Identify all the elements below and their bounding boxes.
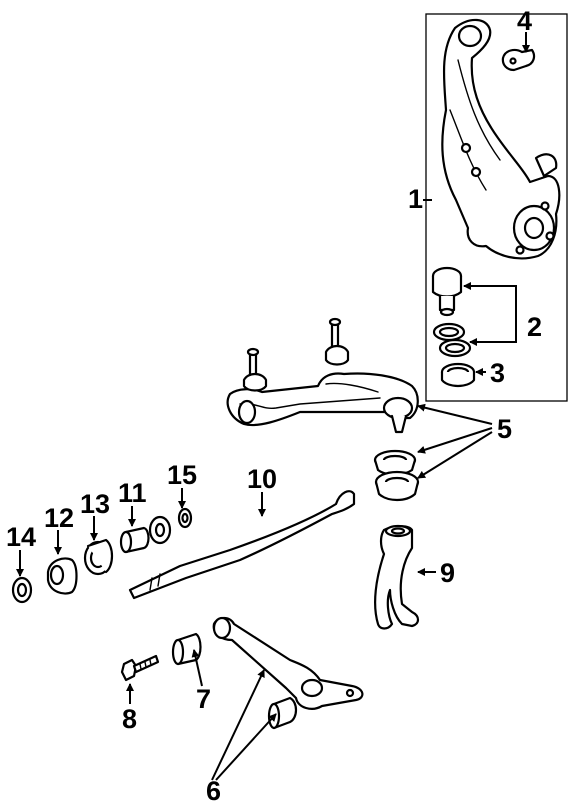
leader-2-snap-ring [469,326,517,346]
stabilizer-bushing-disc [148,515,172,545]
upper-arm-bushing-upper [373,449,417,476]
radius-rod-bushing [46,557,78,595]
callout-5: 5 [497,414,512,444]
leader-5-arm [417,403,493,425]
leader-2-ball-joint [463,282,517,326]
leader-5-bushing-lower [417,431,493,479]
upper-control-arm [226,317,419,434]
lower-control-arm [212,616,364,710]
clip [501,48,536,72]
callout-3: 3 [490,358,505,388]
bushing-washer [11,576,33,604]
stabilizer-bushing-cylinder [119,526,150,554]
callout-12: 12 [44,503,74,533]
callout-9: 9 [440,558,455,588]
ball-joint-snap-ring-lower [438,338,472,358]
callout-6: 6 [206,776,221,805]
callout-2: 2 [527,312,542,342]
leader-6-bushing [215,713,277,781]
callout-7: 7 [196,684,211,714]
callout-8: 8 [122,704,137,734]
lower-arm-rear-bushing [267,696,298,730]
callout-13: 13 [80,489,110,519]
bolt [120,654,160,682]
callout-14: 14 [6,522,36,552]
stabilizer-bar [128,490,356,600]
callout-15: 15 [167,460,197,490]
ball-joint-boot [440,362,476,388]
ball-joint [431,266,463,317]
leader-7 [191,649,203,687]
washer [177,507,193,529]
callout-11: 11 [118,478,147,508]
shock-fork [374,524,420,630]
callout-10: 10 [247,464,277,494]
knuckle-assembly-group-box [425,13,568,402]
leader-5-bushing-upper [417,427,493,454]
upper-arm-bushing-lower [374,470,420,502]
leader-6-arm [211,669,265,781]
ball-joint-snap-ring-upper [432,322,466,342]
compliance-bushing [83,538,114,576]
steering-knuckle [441,18,561,260]
callout-4: 4 [517,6,532,36]
callout-1: 1 [408,184,423,214]
